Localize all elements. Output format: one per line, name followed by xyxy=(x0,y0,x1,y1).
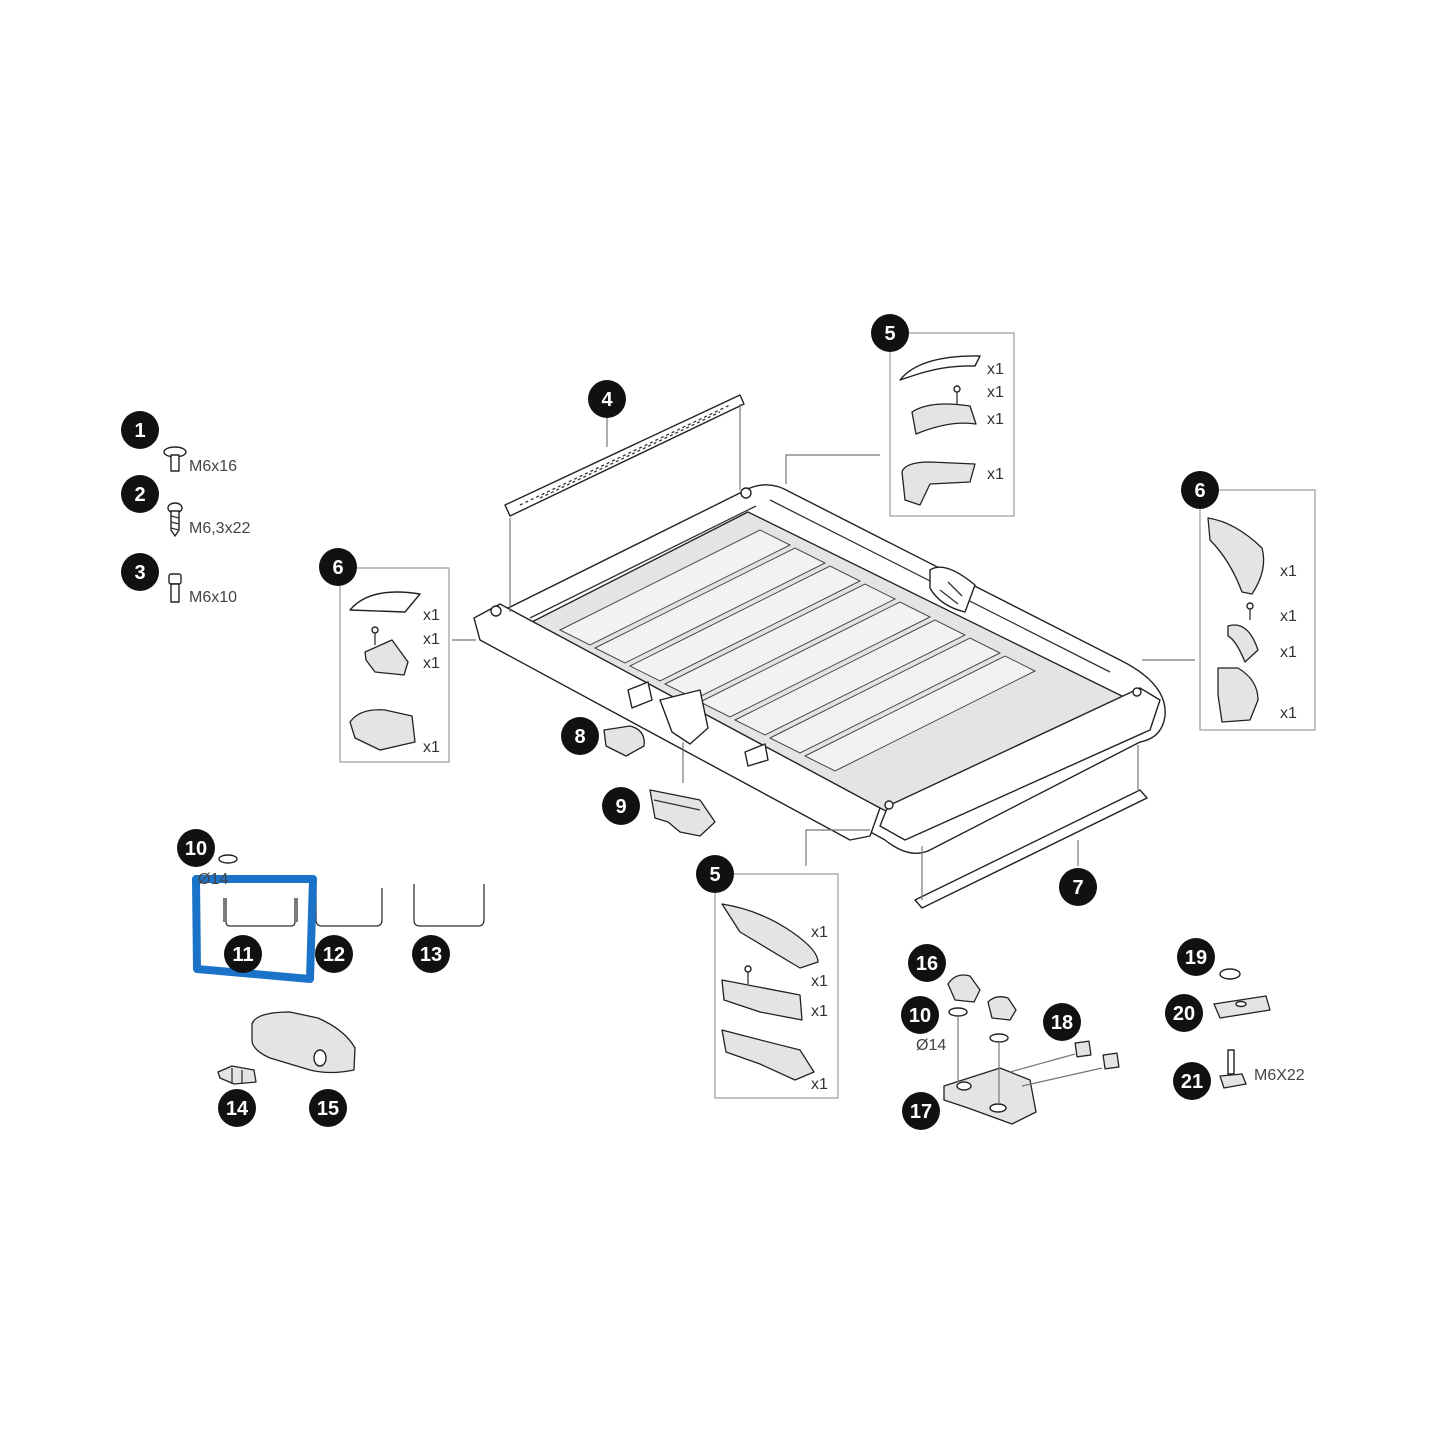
callout-21: 21 xyxy=(1173,1062,1211,1100)
qty-label: x1 xyxy=(987,384,1004,401)
callout-11: 11 xyxy=(224,935,262,973)
part-10-washer-b xyxy=(948,1007,1009,1043)
qty-label: x1 xyxy=(1280,563,1297,580)
svg-text:12: 12 xyxy=(323,944,345,966)
label-bolt-21: M6X22 xyxy=(1254,1067,1305,1084)
callout-10-b: 10 xyxy=(901,996,939,1034)
qty-label: x1 xyxy=(987,411,1004,428)
part-14-lock-cylinder xyxy=(217,1065,257,1085)
part-6-box-left xyxy=(339,567,450,763)
part-7-front-strip xyxy=(914,745,1148,909)
part-10-washer xyxy=(218,854,238,864)
qty-label: x1 xyxy=(987,466,1004,483)
qty-label: x1 xyxy=(811,1003,828,1020)
callout-8: 8 xyxy=(561,717,599,755)
part-17-mounting-plate xyxy=(943,1016,1103,1125)
part-16-knob xyxy=(947,974,1017,1021)
callout-14: 14 xyxy=(218,1089,256,1127)
svg-text:5: 5 xyxy=(884,323,895,345)
svg-text:20: 20 xyxy=(1173,1003,1195,1025)
qty-label: x1 xyxy=(1280,608,1297,625)
part-18-square-nuts xyxy=(1074,1040,1120,1070)
svg-text:19: 19 xyxy=(1185,947,1207,969)
callout-5-top: 5 xyxy=(871,314,909,352)
qty-label: x1 xyxy=(1280,705,1297,722)
svg-text:2: 2 xyxy=(134,484,145,506)
svg-text:4: 4 xyxy=(601,389,613,411)
label-washer-10a: Ø14 xyxy=(198,871,228,888)
callout-9: 9 xyxy=(602,787,640,825)
qty-label: x1 xyxy=(423,739,440,756)
svg-text:18: 18 xyxy=(1051,1012,1073,1034)
part-8-clip xyxy=(603,725,645,757)
callout-16: 16 xyxy=(908,944,946,982)
part-9-bracket xyxy=(649,789,716,837)
part-6-box-right xyxy=(1199,489,1316,731)
qty-label: x1 xyxy=(987,361,1004,378)
qty-label: x1 xyxy=(423,607,440,624)
svg-text:17: 17 xyxy=(910,1101,932,1123)
svg-text:6: 6 xyxy=(332,557,343,579)
callout-10-a: 10 xyxy=(177,829,215,867)
svg-text:11: 11 xyxy=(232,944,253,966)
svg-text:7: 7 xyxy=(1072,877,1083,899)
box-leaders xyxy=(452,454,1195,866)
part-11-u-bolt xyxy=(223,898,298,927)
label-screw-3: M6x10 xyxy=(189,589,237,606)
svg-text:14: 14 xyxy=(226,1098,249,1120)
callout-7: 7 xyxy=(1059,868,1097,906)
qty-label: x1 xyxy=(811,1076,828,1093)
svg-text:9: 9 xyxy=(615,796,626,818)
callout-20: 20 xyxy=(1165,994,1203,1032)
qty-label: x1 xyxy=(423,631,440,648)
callout-17: 17 xyxy=(902,1092,940,1130)
part-20-t-block xyxy=(1213,995,1271,1019)
svg-text:21: 21 xyxy=(1181,1071,1203,1093)
part-4-rubber-strip xyxy=(504,394,745,612)
callout-2: 2 xyxy=(121,475,159,513)
qty-label: x1 xyxy=(423,655,440,672)
svg-text:5: 5 xyxy=(709,864,720,886)
callout-5-bottom: 5 xyxy=(696,855,734,893)
qty-label: x1 xyxy=(811,973,828,990)
label-screw-2: M6,3x22 xyxy=(189,520,250,537)
svg-text:13: 13 xyxy=(420,944,442,966)
callout-13: 13 xyxy=(412,935,450,973)
svg-text:8: 8 xyxy=(574,726,585,748)
callout-3: 3 xyxy=(121,553,159,591)
callout-19: 19 xyxy=(1177,938,1215,976)
part-1-screw-m6x16 xyxy=(163,446,187,472)
qty-label: x1 xyxy=(811,924,828,941)
qty-label: x1 xyxy=(1280,644,1297,661)
svg-text:16: 16 xyxy=(916,953,938,975)
callout-15: 15 xyxy=(309,1089,347,1127)
callout-12: 12 xyxy=(315,935,353,973)
part-5-box-bottom xyxy=(714,873,839,1099)
part-21-bolt-m6x22 xyxy=(1219,1049,1247,1089)
callout-4: 4 xyxy=(588,380,626,418)
svg-text:6: 6 xyxy=(1194,480,1205,502)
part-2-screw-m63x22 xyxy=(167,502,183,537)
svg-text:3: 3 xyxy=(134,562,145,584)
svg-text:1: 1 xyxy=(134,420,145,442)
part-3-screw-m6x10 xyxy=(168,573,182,603)
part-15-end-cap xyxy=(251,1011,356,1074)
label-screw-1: M6x16 xyxy=(189,458,237,475)
svg-text:10: 10 xyxy=(185,838,207,860)
callout-6-left: 6 xyxy=(319,548,357,586)
callout-18: 18 xyxy=(1043,1003,1081,1041)
label-washer-10b: Ø14 xyxy=(916,1037,946,1054)
highlight-box-part-11 xyxy=(192,875,317,983)
part-19-washer xyxy=(1219,968,1241,980)
callout-1: 1 xyxy=(121,411,159,449)
svg-text:10: 10 xyxy=(909,1005,931,1027)
callout-6-right: 6 xyxy=(1181,471,1219,509)
part-12-u-bolt xyxy=(315,888,383,927)
roof-rack-platform xyxy=(473,484,1166,854)
part-13-u-bolt xyxy=(413,884,485,927)
part-5-box-top xyxy=(889,332,1015,517)
svg-text:15: 15 xyxy=(317,1098,339,1120)
